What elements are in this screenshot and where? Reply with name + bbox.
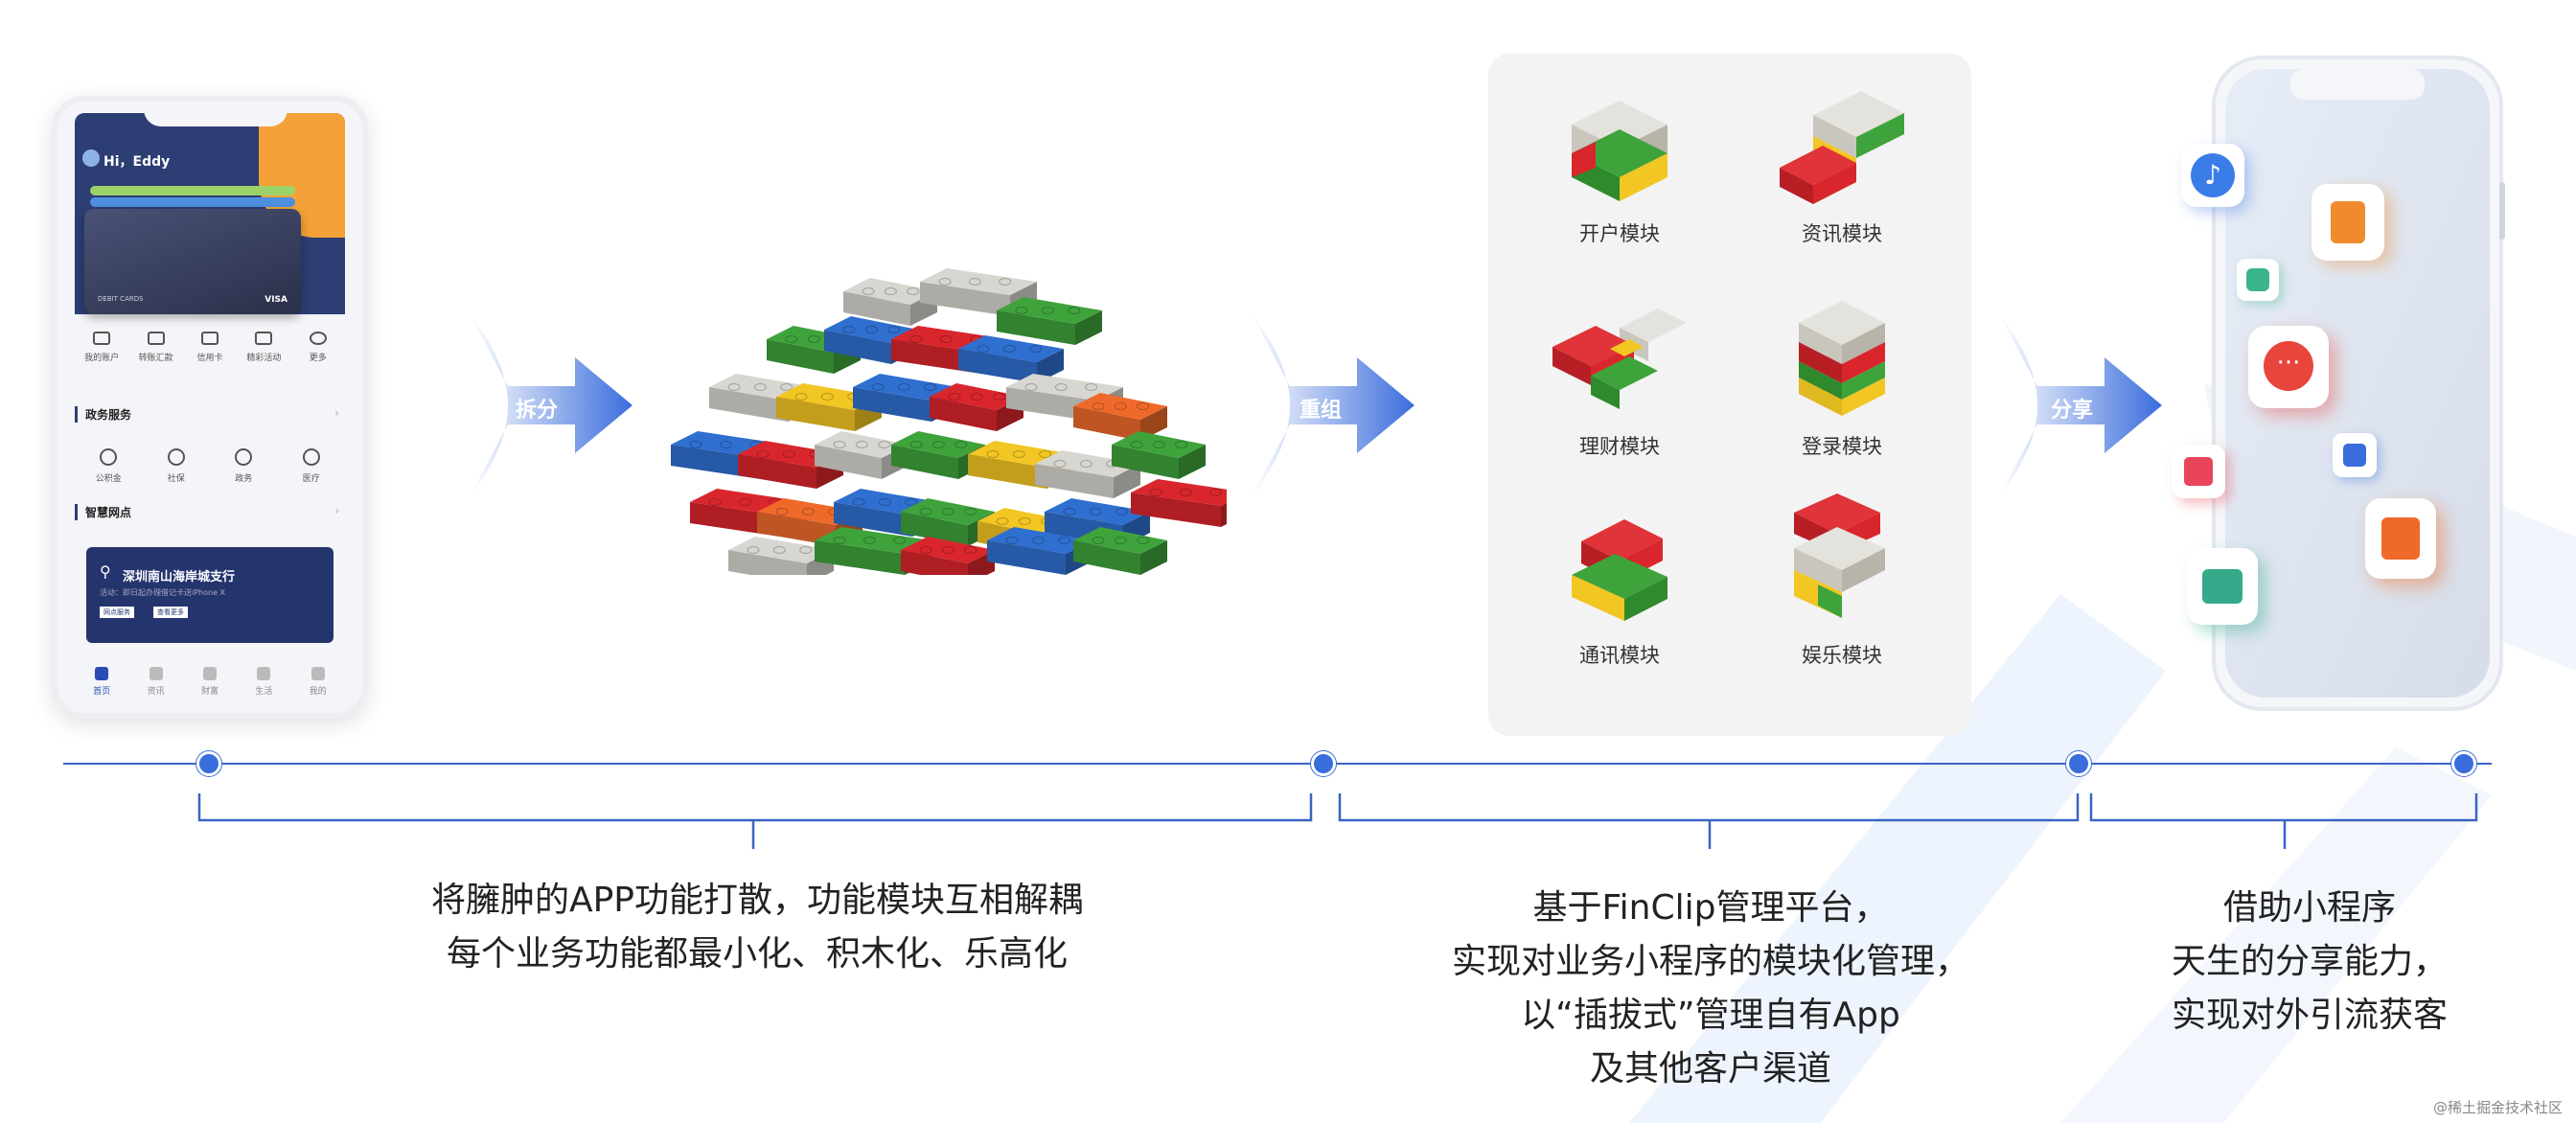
government-icon [235, 448, 253, 466]
tab-news[interactable]: 资讯 [132, 667, 180, 697]
credit-card-icon [200, 332, 218, 345]
quick-action-account[interactable]: 我的账户 [76, 332, 127, 363]
gov-item-social[interactable]: 社保 [148, 448, 205, 484]
chevron-right-icon: › [334, 406, 339, 420]
transfer-icon [147, 332, 165, 345]
life-icon [257, 667, 271, 680]
home-icon [95, 667, 109, 680]
news-icon [149, 667, 163, 680]
split-label: 拆分 [516, 399, 559, 423]
wealth-icon [202, 667, 217, 680]
bank-app-phone: Hi，Eddy DEBIT CARDS VISA 我的账户 转账汇款 信用卡 精… [52, 96, 368, 719]
modules-panel: 开户模块 资讯模块 理财模块 登录模块 通讯模块 [1488, 54, 1971, 736]
section-gov-services[interactable]: 政务服务› [75, 406, 345, 423]
share-label: 分享 [2051, 399, 2094, 423]
document-icon [2331, 201, 2365, 243]
branch-service-button[interactable]: 网点服务 [100, 607, 134, 618]
watermark: @稀土掘金技术社区 [2432, 1099, 2563, 1116]
lego-brick [997, 297, 1102, 345]
phone-notch [144, 102, 288, 126]
timeline-node-4 [2451, 751, 2476, 776]
medical-icon [302, 448, 320, 466]
gov-item-affairs[interactable]: 政务 [215, 448, 272, 484]
chevron-right-icon: › [334, 504, 339, 517]
lego-brick [901, 537, 995, 575]
lego-brick [1073, 527, 1167, 575]
module-bricks-icon [1799, 301, 1885, 416]
caption-regroup: 基于FinClip管理平台， 实现对业务小程序的模块化管理， 以“插拔式”管理自… [1451, 888, 1969, 1089]
more-icon [309, 332, 327, 345]
rss-icon [2246, 268, 2269, 291]
mail-icon [2343, 444, 2366, 467]
module-bricks-icon [1572, 101, 1668, 201]
lego-brick [1131, 479, 1227, 527]
module-bricks-icon [1572, 519, 1668, 621]
profile-icon [310, 667, 325, 680]
tab-home[interactable]: 首页 [78, 667, 126, 697]
quick-action-more[interactable]: 更多 [292, 332, 344, 363]
section-smart-branch[interactable]: 智慧网点› [75, 504, 345, 520]
gov-item-medical[interactable]: 医疗 [283, 448, 340, 484]
regroup-arrow [1252, 314, 1414, 496]
music-app-icon[interactable]: ♪ [2181, 144, 2244, 207]
gift-icon [2381, 517, 2420, 560]
tab-life[interactable]: 生活 [240, 667, 288, 697]
lego-brick [1112, 431, 1206, 479]
contact-card-icon [2202, 569, 2242, 604]
timeline-line [63, 763, 2492, 765]
timeline-node-2 [1311, 751, 1336, 776]
timeline-node-3 [2066, 751, 2091, 776]
rss-app-icon[interactable] [2237, 259, 2279, 301]
module-bricks-icon [1552, 309, 1687, 409]
module-news[interactable]: 资讯模块 [1760, 77, 1923, 247]
gov-services: 公积金 社保 政务 医疗 [75, 448, 345, 484]
module-login[interactable]: 登录模块 [1760, 289, 1923, 460]
timeline-braces [197, 793, 2478, 849]
greeting: Hi，Eddy [104, 154, 171, 170]
split-arrow [470, 314, 632, 496]
mail-app-icon[interactable] [2333, 433, 2377, 477]
document-app-icon[interactable] [2312, 184, 2384, 261]
quick-actions: 我的账户 转账汇款 信用卡 精彩活动 更多 [75, 332, 345, 363]
gift-icon [255, 332, 273, 345]
music-note-icon: ♪ [2191, 153, 2235, 197]
lego-brick-pile [671, 268, 1227, 575]
module-messaging[interactable]: 通讯模块 [1538, 498, 1701, 669]
share-arrow [1999, 314, 2162, 496]
gift-app-icon[interactable] [2365, 498, 2436, 579]
caption-split: 将臃肿的APP功能打散，功能模块互相解耦 每个业务功能都最小化、积木化、乐高化 [430, 881, 1084, 974]
module-wealth[interactable]: 理财模块 [1538, 289, 1701, 460]
fund-icon [100, 448, 118, 466]
caption-share: 借助小程序 天生的分享能力， 实现对外引流获客 [2171, 888, 2448, 1035]
module-bricks-icon [1794, 493, 1885, 618]
module-bricks-icon [1780, 91, 1904, 204]
gov-item-fund[interactable]: 公积金 [80, 448, 137, 484]
regroup-label: 重组 [1300, 399, 1343, 423]
tab-wealth[interactable]: 财富 [186, 667, 234, 697]
bottom-tab-bar: 首页 资讯 财富 生活 我的 [75, 667, 345, 697]
chat-bubble-icon: ··· [2264, 341, 2313, 391]
quick-action-events[interactable]: 精彩活动 [238, 332, 289, 363]
timeline-node-1 [196, 751, 221, 776]
location-pin-icon: ⚲ [100, 562, 111, 581]
quick-action-transfer[interactable]: 转账汇款 [130, 332, 182, 363]
photo-app-icon[interactable] [2172, 445, 2225, 498]
image-icon [2184, 457, 2213, 486]
quick-action-credit-card[interactable]: 信用卡 [184, 332, 236, 363]
debit-card[interactable]: DEBIT CARDS VISA [84, 209, 301, 314]
branch-more-button[interactable]: 查看更多 [153, 607, 188, 618]
branch-card[interactable]: ⚲ 深圳南山海岸城支行 活动：即日起办理借记卡送iPhone X 网点服务 查看… [86, 547, 334, 643]
module-account-opening[interactable]: 开户模块 [1538, 77, 1701, 247]
contact-app-icon[interactable] [2187, 548, 2258, 625]
account-icon [93, 332, 111, 345]
module-entertainment[interactable]: 娱乐模块 [1760, 489, 1923, 669]
chat-app-icon[interactable]: ··· [2248, 326, 2329, 408]
tab-me[interactable]: 我的 [294, 667, 342, 697]
lego-brick [1073, 393, 1167, 441]
social-security-icon [167, 448, 185, 466]
lego-brick [958, 335, 1064, 383]
avatar [82, 149, 100, 167]
